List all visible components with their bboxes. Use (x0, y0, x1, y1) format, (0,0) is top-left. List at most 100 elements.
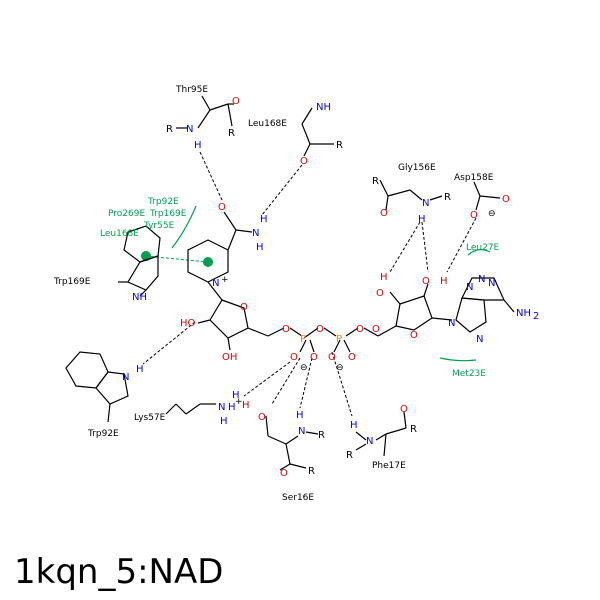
hydrophobic-arcs (171, 205, 491, 362)
hydrophobic-label-trp169: Trp169E (149, 209, 187, 219)
atom-ho: HO (180, 318, 196, 329)
atom-h: H (256, 242, 264, 253)
atom-n: N (218, 402, 225, 413)
hydrophobic-arc-upper (171, 205, 197, 249)
atom-r: R (318, 430, 325, 441)
atom-r: R (346, 450, 353, 461)
hydrophobic-label-tyr55: Tyr55E (143, 221, 175, 231)
atom-o: O (356, 324, 364, 335)
atom-nh: NH (132, 292, 147, 303)
atom-n-plus: N (212, 278, 219, 289)
atom-o: O (422, 276, 430, 287)
ring-centroid-trp169 (141, 251, 151, 261)
atom-h: H (260, 214, 268, 225)
atom-n: N (122, 372, 129, 383)
hydrophobic-label-leu27: Leu27E (466, 243, 500, 253)
atom-n: N (488, 278, 495, 289)
atom-p: P (336, 334, 342, 345)
hydrophobic-arc-met23 (439, 357, 477, 362)
atom-h: H (418, 214, 426, 225)
residue-label-trp169: Trp169E (53, 277, 91, 287)
hbond-phe17-n (331, 351, 353, 417)
atom-h: H (440, 276, 448, 287)
atom-r: R (444, 192, 451, 203)
hbond-ser16-og (271, 357, 301, 405)
residue-labels: Thr95E Leu168E Gly156E Asp158E Trp169E T… (53, 85, 494, 503)
hbond-gly156-o2 (389, 221, 421, 273)
hydrogen-bonds (142, 151, 477, 417)
hydrophobic-label-pro269: Pro269E (108, 209, 145, 219)
charge-minus: ⊖ (336, 363, 344, 373)
atom-o: O (310, 352, 318, 363)
residue-label-phe17: Phe17E (372, 461, 406, 471)
charge-plus: + (221, 275, 229, 285)
atom-o: O (258, 412, 266, 423)
atom-p: P (300, 334, 306, 345)
hbond-leu168-amide (261, 164, 303, 216)
atom-o: O (400, 404, 408, 415)
atom-o: O (282, 324, 290, 335)
atom-n: N (448, 318, 455, 329)
residue-label-asp158: Asp158E (454, 173, 494, 183)
atom-n: N (476, 334, 483, 345)
hbond-ser16-n (299, 357, 313, 409)
atom-h: H (380, 272, 388, 283)
atom-r: R (228, 128, 235, 139)
hbond-gly156-o3 (421, 221, 429, 273)
atom-labels: O R N H R NH R O O H N H N + O HO OH O P… (122, 96, 539, 479)
atom-n: N (252, 228, 259, 239)
atom-r: R (308, 466, 315, 477)
atom-nh: NH (316, 102, 331, 113)
residue-label-gly156: Gly156E (398, 163, 436, 173)
atom-h: H (350, 420, 358, 431)
atom-r: R (372, 176, 379, 187)
hbond-thr95-amide (199, 151, 223, 201)
charge-minus: ⊖ (300, 363, 308, 373)
hbond-lys57-op (243, 361, 291, 397)
atom-o: O (316, 324, 324, 335)
atom-h: H (242, 400, 250, 411)
hydrophobic-label-met23: Met23E (452, 369, 486, 379)
hydrophobic-labels: Trp92E Pro269E Trp169E Tyr55E Leu168E Le… (100, 197, 500, 379)
atom-h: H (228, 402, 236, 413)
hydrophobic-label-leu168: Leu168E (100, 229, 139, 239)
residue-label-lys57: Lys57E (134, 413, 166, 423)
atom-h: H (232, 390, 240, 401)
hbond-asp158-o3 (446, 217, 477, 273)
charge-minus: ⊖ (488, 209, 496, 219)
residue-label-trp92: Trp92E (87, 429, 119, 439)
atom-o: O (348, 352, 356, 363)
ring-centroid-nicotinamide (203, 257, 213, 267)
atom-o: O (300, 156, 308, 167)
atom-h: H (220, 416, 228, 427)
atom-o: O (470, 210, 478, 221)
hbond-trp92-ho (142, 321, 196, 365)
atom-o: O (410, 330, 418, 341)
atom-o: O (232, 96, 240, 107)
atom-o: O (240, 302, 248, 313)
atom-n: N (422, 198, 429, 209)
atom-n: N (478, 274, 485, 285)
residue-label-leu168: Leu168E (248, 119, 287, 129)
atom-h: H (136, 364, 144, 375)
residue-label-ser16: Ser16E (282, 493, 314, 503)
atom-r: R (336, 140, 343, 151)
page-title: 1kqn_5:NAD (14, 552, 224, 592)
hydrophobic-arc-leu27 (467, 249, 491, 256)
atom-n: N (366, 436, 373, 447)
atom-h: H (296, 410, 304, 421)
atom-o: O (290, 352, 298, 363)
atom-o: O (380, 208, 388, 219)
atom-o: O (218, 202, 226, 213)
atom-n: N (186, 124, 193, 135)
atom-o: O (328, 352, 336, 363)
atom-h: H (194, 140, 202, 151)
residue-bonds (65, 95, 501, 471)
atom-n: N (466, 282, 473, 293)
hydrophobic-label-trp92: Trp92E (147, 197, 179, 207)
atom-o: O (372, 324, 380, 335)
atom-r: R (410, 424, 417, 435)
atom-nh2: NH (516, 308, 531, 319)
atom-o: O (376, 288, 384, 299)
